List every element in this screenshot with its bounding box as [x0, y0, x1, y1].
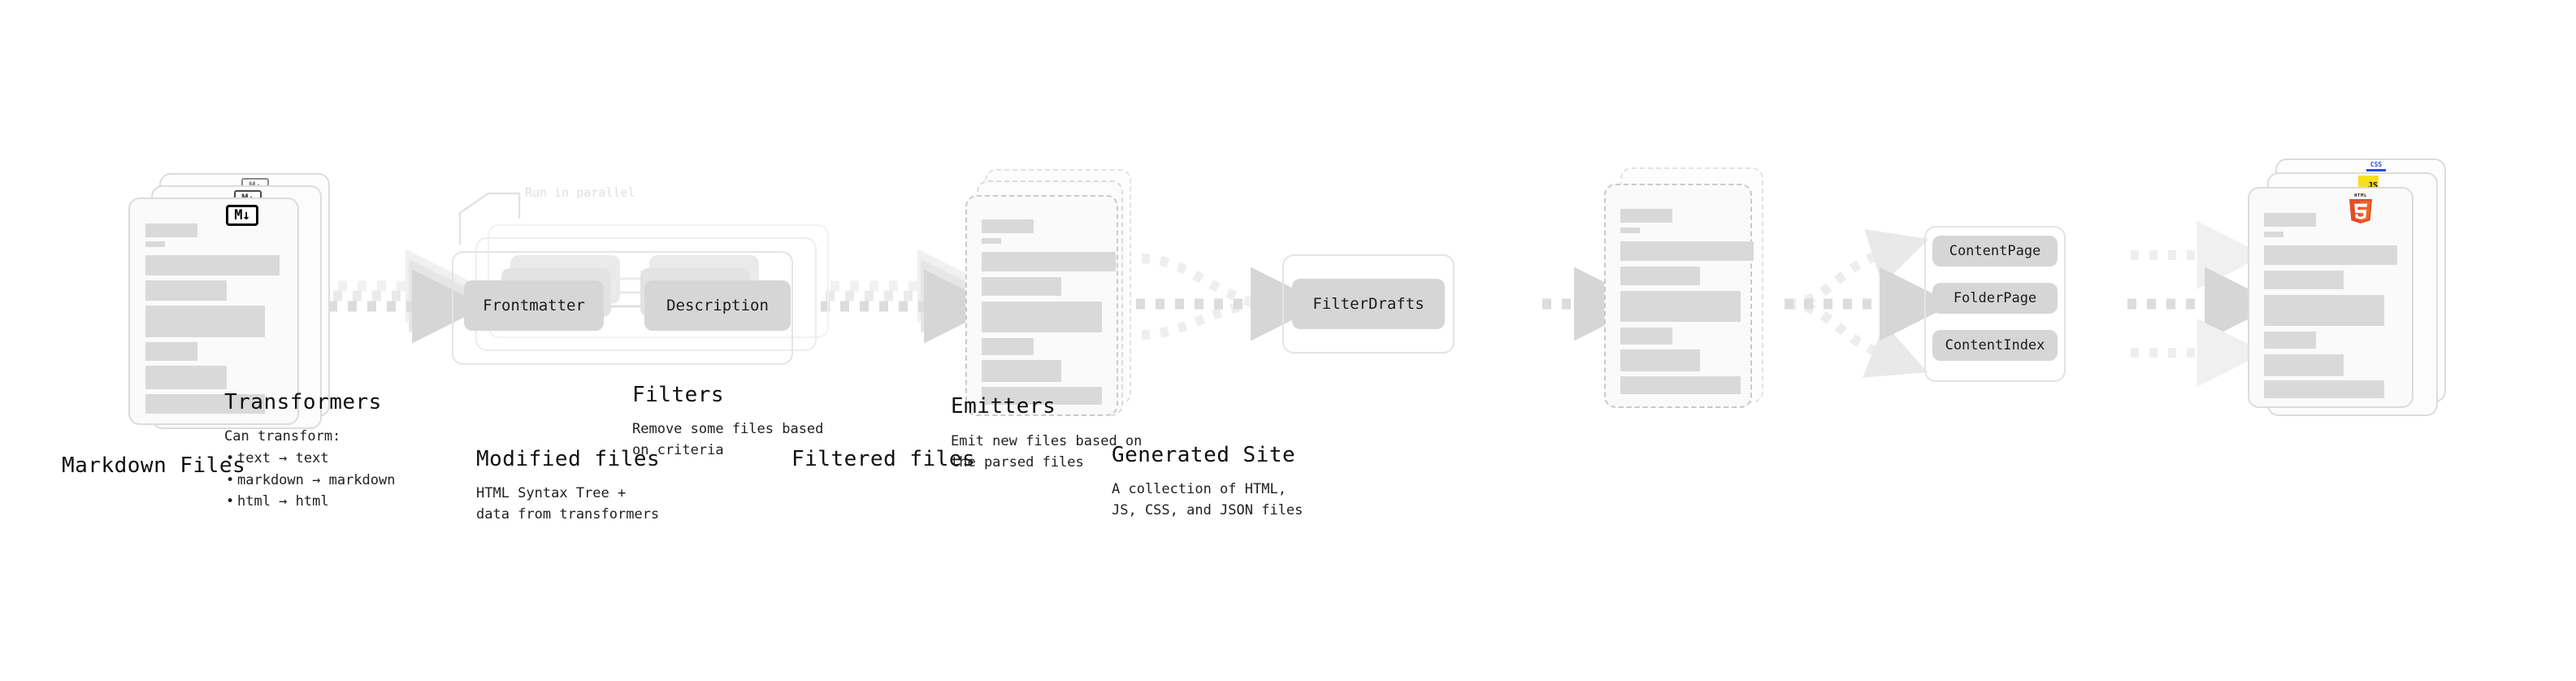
content-bar [1620, 241, 1754, 261]
transformer-chip-frontmatter[interactable]: Frontmatter [464, 280, 604, 331]
filters-box [1282, 254, 1455, 354]
content-bar [2264, 271, 2344, 289]
content-bar [982, 387, 1102, 405]
stage-subtitle: Emit new files based on the parsed files [951, 433, 1143, 471]
markdown-badge-icon: M↓ [226, 205, 258, 226]
content-bar [982, 238, 1001, 244]
content-bar [145, 223, 197, 237]
bullet-item: html → html [226, 491, 395, 513]
content-bar [1620, 327, 1672, 345]
stage-title: Filters [632, 383, 725, 407]
content-bar [2264, 354, 2344, 376]
stage-transformers: Frontmatter Description Run in parallel … [0, 0, 853, 681]
transformer-chip-label: Description [666, 297, 769, 314]
filter-chip-filterdrafts[interactable]: FilterDrafts [1292, 279, 1445, 329]
stage-markdown-files: M↓ M↓ M↓ Markdown Files [0, 0, 341, 681]
css-badge-underline [2366, 169, 2386, 171]
css-badge-icon: CSS [2366, 162, 2386, 173]
transformer-chip-description[interactable]: Description [644, 280, 791, 331]
bullets-lead: Can transform: [224, 428, 341, 445]
js-badge-icon: JS [2358, 176, 2379, 190]
content-bar [982, 360, 1061, 382]
content-bar [2264, 332, 2316, 349]
content-bar [145, 241, 165, 247]
transformers-box-front [452, 251, 793, 365]
content-bar [1620, 228, 1640, 233]
stage-subtitle: Remove some files based on criteria [632, 421, 824, 459]
emitter-chip-contentindex[interactable]: ContentIndex [1932, 330, 2058, 361]
stage-filters: FilterDrafts Filters Remove some files b… [632, 254, 1455, 459]
stage-subtitle: A collection of HTML, JS, CSS, and JSON … [1112, 481, 1303, 519]
html5-shield-svg: HTML [2349, 193, 2372, 223]
stage-subtitle: HTML Syntax Tree + data from transformer… [476, 485, 660, 523]
content-bar [1620, 349, 1700, 371]
css-badge-label: CSS [2370, 161, 2383, 168]
bullet-item: text → text [226, 448, 395, 470]
transformers-bullet-list: Can transform: text → text markdown → ma… [224, 426, 396, 513]
transformer-chip-label: Frontmatter [483, 297, 585, 314]
filter-chip-label: FilterDrafts [1312, 295, 1425, 313]
emitter-chip-label: ContentPage [1949, 243, 2041, 259]
content-bar [145, 306, 265, 337]
content-bar [2264, 213, 2316, 227]
content-bar [2264, 380, 2384, 398]
emitter-chip-folderpage[interactable]: FolderPage [1932, 283, 2058, 314]
js-badge-label: JS [2367, 181, 2378, 190]
content-bar [145, 394, 265, 414]
content-bar [2264, 295, 2384, 326]
stage-title: Emitters [951, 394, 1056, 419]
content-bar [1620, 291, 1741, 322]
content-bar [2264, 232, 2283, 237]
content-bar [145, 280, 227, 301]
emitter-chip-contentpage[interactable]: ContentPage [1932, 236, 2058, 267]
content-bar [145, 366, 227, 389]
content-bar [982, 252, 1116, 271]
stage-title: Markdown Files [62, 453, 246, 478]
stage-title: Generated Site [1112, 443, 1296, 467]
content-bar [145, 342, 197, 361]
stage-title: Modified files [476, 447, 661, 471]
emitters-box [1924, 226, 2066, 382]
content-bar [982, 219, 1034, 233]
stage-filtered-files: Filtered files [791, 167, 1763, 471]
content-bar [982, 338, 1034, 355]
emitter-chip-label: FolderPage [1953, 290, 2037, 306]
content-bar [145, 255, 280, 275]
run-in-parallel-annotation: Run in parallel [525, 185, 635, 200]
stage-title: Filtered files [791, 447, 976, 471]
stage-emitters: ContentPage FolderPage ContentIndex Emit… [951, 226, 2066, 471]
content-bar [2264, 245, 2397, 265]
bullet-item: markdown → markdown [226, 470, 396, 492]
html5-badge-icon: HTML [2347, 191, 2374, 223]
emitter-chip-label: ContentIndex [1945, 337, 2045, 354]
svg-text:HTML: HTML [2354, 193, 2367, 198]
content-bar [1620, 376, 1741, 394]
content-bar [982, 277, 1061, 296]
stage-title: Transformers [224, 390, 382, 414]
stage-modified-files: Modified files HTML Syntax Tree + data f… [0, 0, 1219, 681]
content-bar [1620, 209, 1672, 223]
content-bar [982, 301, 1102, 332]
content-bar [1620, 267, 1700, 285]
